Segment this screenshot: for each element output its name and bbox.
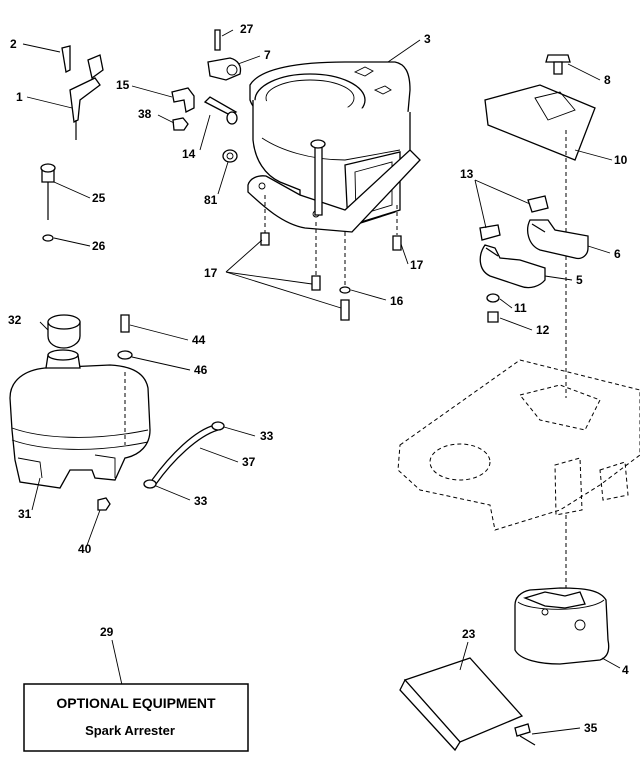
callout-40: 40 — [78, 542, 92, 556]
throttle-control — [61, 45, 104, 140]
callout-8: 8 — [604, 73, 611, 87]
callout-32: 32 — [8, 313, 22, 327]
fuel-cap-32 — [47, 314, 81, 349]
callout-2: 2 — [10, 37, 17, 51]
callout-33-lower: 33 — [194, 494, 208, 508]
heat-shield-10 — [484, 84, 596, 398]
callout-10: 10 — [614, 153, 628, 167]
spark-arrester-label: Spark Arrester — [85, 723, 175, 738]
washer-11-bolt-12 — [486, 293, 500, 323]
callout-25: 25 — [92, 191, 106, 205]
callout-1: 1 — [16, 90, 23, 104]
callout-11: 11 — [514, 301, 527, 315]
clamp-81 — [222, 149, 238, 163]
hose-14 — [203, 96, 238, 125]
optional-equipment-box: OPTIONAL EQUIPMENT Spark Arrester — [23, 683, 249, 752]
callout-23: 23 — [462, 627, 476, 641]
callout-4: 4 — [622, 663, 629, 677]
fuel-tank-31 — [9, 349, 151, 489]
callout-31: 31 — [18, 507, 32, 521]
callout-7: 7 — [264, 48, 271, 62]
exhaust-pipes — [479, 195, 589, 289]
callout-16: 16 — [390, 294, 404, 308]
callout-38: 38 — [138, 107, 152, 121]
bolts-17-16 — [260, 232, 402, 321]
callout-44: 44 — [192, 333, 206, 347]
callout-29: 29 — [100, 625, 114, 639]
callout-13: 13 — [460, 167, 474, 181]
chassis-plate — [397, 359, 640, 600]
nut-38 — [172, 117, 189, 131]
callout-labels: 2 1 3 27 7 8 15 38 14 81 25 26 10 13 6 5… — [8, 22, 629, 735]
callout-37: 37 — [242, 455, 256, 469]
callout-26: 26 — [92, 239, 106, 253]
muffler-4 — [514, 587, 610, 665]
callout-3: 3 — [424, 32, 431, 46]
optional-equipment-title: OPTIONAL EQUIPMENT — [56, 695, 216, 711]
nut-40 — [97, 497, 111, 511]
screw-44-washer-46 — [117, 314, 133, 360]
engine — [247, 61, 421, 285]
leader-lines — [22, 29, 621, 735]
clamp-27-7 — [207, 29, 242, 81]
callout-81: 81 — [204, 193, 218, 207]
callout-5: 5 — [576, 273, 583, 287]
knob-8 — [545, 54, 571, 75]
primer-25 — [40, 163, 56, 220]
callout-17-right: 17 — [410, 258, 424, 272]
callout-6: 6 — [614, 247, 621, 261]
washer-26 — [42, 234, 54, 242]
elbow-15 — [171, 87, 195, 113]
callout-46: 46 — [194, 363, 208, 377]
callout-12: 12 — [536, 323, 550, 337]
callout-35: 35 — [584, 721, 598, 735]
spark-arrester-23 — [399, 657, 536, 752]
callout-33-upper: 33 — [260, 429, 274, 443]
fuel-line-37 — [143, 421, 225, 489]
callout-17-left: 17 — [204, 266, 218, 280]
callout-15: 15 — [116, 78, 130, 92]
callout-27: 27 — [240, 22, 254, 36]
callout-14: 14 — [182, 147, 196, 161]
